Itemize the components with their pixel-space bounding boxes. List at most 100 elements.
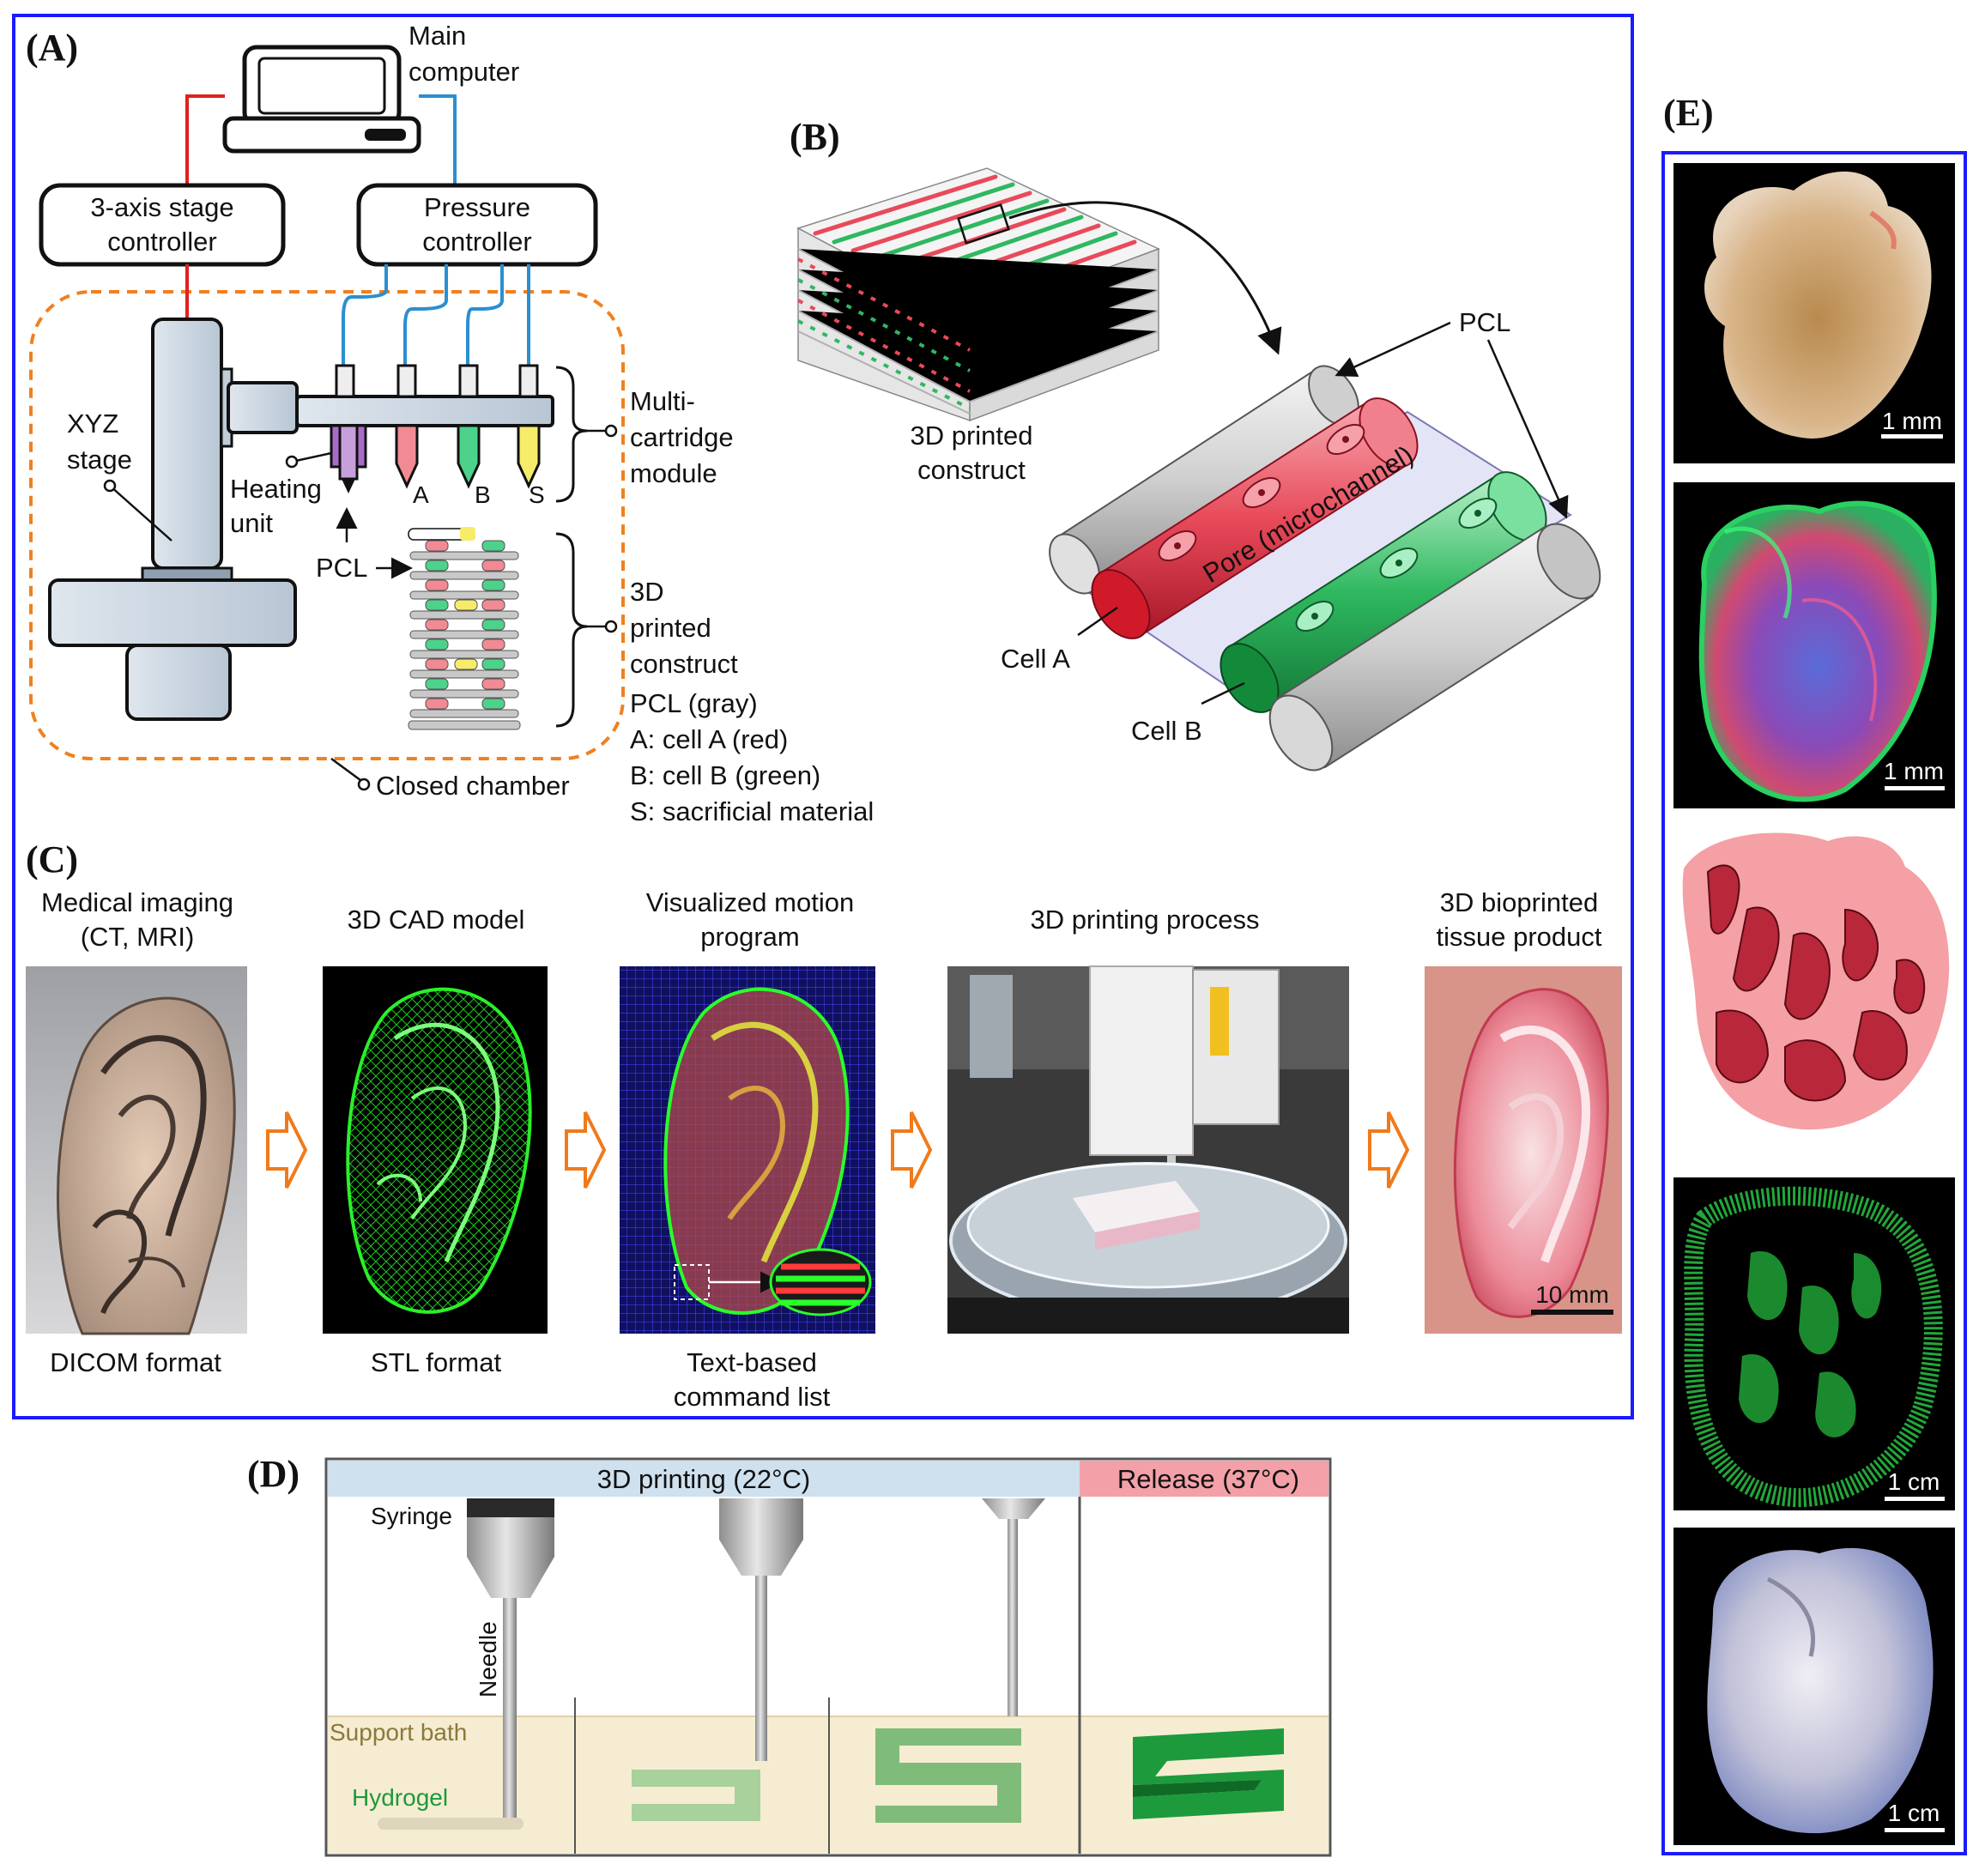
pressure-controller-box [356,183,598,267]
multi-cartridge-label-3: module [630,458,717,488]
step2-title: 3D CAD model [348,905,525,935]
multi-cartridge-bracket [555,366,588,503]
zoom-arrow [1008,201,1282,355]
xyz-stage-label-2: stage [67,445,132,475]
panel-a: (A) Main computer 3-axis stage controlle… [26,21,874,826]
step2-caption: STL format [371,1347,502,1377]
panel-d: (D) 3D printing (22°C) Release (37°C) [247,1453,1332,1857]
syringe-3 [875,1498,1045,1823]
main-computer-label-1: Main [409,21,466,51]
process-arrow-icon [891,1111,933,1189]
panel-c-letter: (C) [26,838,78,881]
red-wire [185,94,225,185]
step1-caption: DICOM format [50,1347,221,1377]
step4-title: 3D printing process [1030,905,1259,935]
heart-5-scale-label: 1 cm [1888,1800,1940,1826]
needle-label: Needle [475,1621,501,1697]
panel-e-frame [1661,151,1967,1855]
heart-section-green [1673,1177,1955,1510]
main-computer-label-2: computer [409,57,519,87]
released-hydrogel [1133,1728,1284,1819]
heart-photo-5 [1673,1528,1955,1845]
heating-unit-label-1: Heating [230,474,322,504]
tissue-scale-bar-label: 10 mm [1535,1281,1609,1308]
step3-title-1: Visualized motion [646,887,854,917]
motion-program-image [620,966,875,1334]
printing-header [328,1461,1080,1497]
heart-1-scale-label: 1 mm [1882,408,1942,434]
pressure-controller-label-1: Pressure [424,192,530,222]
heart-photo-1 [1673,163,1955,463]
construct-label-2: printed [630,613,711,643]
blue-wire [419,94,457,185]
process-arrow-icon [1368,1111,1410,1189]
stage-controller-label-1: 3-axis stage [90,192,233,222]
cell-a-pointer [1077,606,1118,637]
step5-title-2: tissue product [1437,922,1602,952]
syringe-2 [632,1498,803,1821]
panel-abc-frame [12,14,1634,1419]
construct-label-3: construct [630,649,738,679]
legend-cell-b: B: cell B (green) [630,760,820,790]
heating-unit-label-2: unit [230,508,273,538]
support-bath-label: Support bath [330,1719,467,1746]
closed-chamber-outline [29,290,625,760]
construct-label-1: 3D [630,577,664,607]
step3-caption-2: command list [674,1382,831,1412]
cad-mesh-image [323,966,548,1334]
cell-b-cylinder [1219,471,1547,713]
step1-title-2: (CT, MRI) [81,922,195,952]
closed-chamber-label: Closed chamber [376,771,570,801]
cartridges [330,364,541,493]
heart-4-scale-label: 1 cm [1888,1468,1940,1495]
computer-icon [222,45,421,154]
pressure-tubes [342,264,530,366]
panel-e-letter: (E) [1663,92,1714,134]
cartridge-s-label: S [529,481,545,508]
pcl-label-b: PCL [1459,307,1510,337]
step1-title-1: Medical imaging [41,887,233,917]
cartridge-a-label: A [413,481,429,508]
panel-d-letter: (D) [247,1453,300,1495]
cell-a-cylinder [1091,397,1419,639]
cartridge-b-label: B [475,481,491,508]
panel-c: (C) Medical imaging (CT, MRI) 3D CAD mod… [26,838,1622,1412]
panel-a-letter: (A) [26,27,78,69]
printing-header-label: 3D printing (22°C) [597,1464,810,1494]
construct-b-label-2: construct [917,455,1026,485]
heating-unit-pointer [291,451,332,463]
legend-pcl: PCL (gray) [630,688,758,718]
process-arrow-icon [266,1111,308,1189]
construct-bracket [555,532,588,728]
chamber-pointer [330,757,365,784]
heart-2-scale-label: 1 mm [1884,758,1944,784]
panel-d-dividers [574,1497,1081,1854]
syringe-label: Syringe [371,1503,452,1529]
pcl-cylinder-2 [1268,523,1601,772]
pcl-pointer-b2 [1486,339,1569,519]
printed-construct-stack [408,527,521,730]
pcl-cylinder-1 [1049,365,1359,595]
heart-photo-2 [1673,482,1955,808]
pressure-controller-label-2: controller [422,227,532,257]
pcl-label-a: PCL [316,553,367,583]
process-arrow-icon [565,1111,607,1189]
xyz-stage-pointer [109,485,172,542]
syringe-1 [378,1498,554,1830]
multi-cartridge-label-1: Multi- [630,386,695,416]
panel-e: (E) 1 mm 1 mm [1661,92,1967,1855]
cell-b-pointer [1201,681,1245,705]
xyz-stage-label-1: XYZ [67,408,118,439]
tissue-product-photo [1425,966,1622,1334]
panel-b: (B) [790,116,1601,772]
construct-b-label-1: 3D printed [910,421,1032,451]
heart-section-render [1682,832,1950,1130]
legend-sacrificial: S: sacrificial material [630,796,874,826]
stage-controller-label-2: controller [107,227,217,257]
ear-render-image [26,966,247,1335]
cell-b-label: Cell B [1131,716,1202,746]
release-header-label: Release (37°C) [1117,1464,1299,1494]
cell-a-label: Cell A [1001,644,1070,674]
panel-b-letter: (B) [790,116,840,158]
